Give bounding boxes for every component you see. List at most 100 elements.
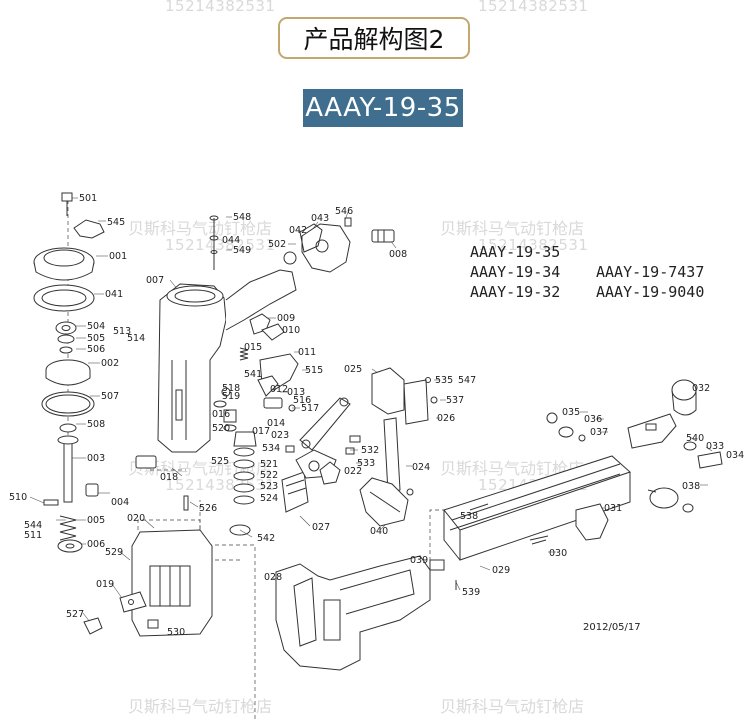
part-label: 044 xyxy=(222,235,240,246)
watermark-shop: 贝斯科马气动钉枪店 xyxy=(440,697,585,716)
part-label: 520 xyxy=(212,423,230,434)
part-label: 039 xyxy=(410,555,428,566)
part-label: 042 xyxy=(289,225,307,236)
part-label: 002 xyxy=(101,358,119,369)
part-label: 035 xyxy=(562,407,580,418)
part-label: 023 xyxy=(271,430,289,441)
watermark-phone: 15214382531 xyxy=(165,0,276,15)
part-label: 005 xyxy=(87,515,105,526)
part-label: 533 xyxy=(357,458,375,469)
part-label: 541 xyxy=(244,369,262,380)
part-label: 522 xyxy=(260,470,278,481)
part-label: 518 xyxy=(222,383,240,394)
part-label: 511 xyxy=(24,530,42,541)
part-label: 537 xyxy=(446,395,464,406)
part-label: 034 xyxy=(726,450,744,461)
part-label: 037 xyxy=(590,427,608,438)
part-label: 018 xyxy=(160,472,178,483)
part-label: 041 xyxy=(105,289,123,300)
part-label: 517 xyxy=(301,403,319,414)
part-label: 502 xyxy=(268,239,286,250)
part-label: 003 xyxy=(87,453,105,464)
part-label: 033 xyxy=(706,441,724,452)
model-item: AAAY-19-7437 xyxy=(596,263,705,281)
model-item: AAAY-19-34 xyxy=(470,263,561,281)
part-label: 513 xyxy=(113,326,131,337)
part-label: 532 xyxy=(361,445,379,456)
watermark-shop: 贝斯科马气动钉枪店 xyxy=(440,219,585,238)
part-label: 535 xyxy=(435,375,453,386)
watermark-phone: 15214382531 xyxy=(165,236,276,254)
watermark-shop: 贝斯科马气动钉枪店 xyxy=(128,697,273,716)
part-label: 534 xyxy=(262,443,280,454)
part-label: 009 xyxy=(277,313,295,324)
part-label: 006 xyxy=(87,539,105,550)
part-label: 526 xyxy=(199,503,217,514)
part-label: 510 xyxy=(9,492,27,503)
part-label: 016 xyxy=(212,409,230,420)
part-label: 026 xyxy=(437,413,455,424)
part-label: 008 xyxy=(389,249,407,260)
part-label: 508 xyxy=(87,419,105,430)
drawing-date: 2012/05/17 xyxy=(583,622,641,633)
part-label: 022 xyxy=(344,466,362,477)
watermark-phone: 15214382531 xyxy=(478,236,589,254)
part-label: 028 xyxy=(264,572,282,583)
part-label: 032 xyxy=(692,383,710,394)
part-label: 507 xyxy=(101,391,119,402)
part-label: 519 xyxy=(222,391,240,402)
part-label: 015 xyxy=(244,342,262,353)
part-label: 024 xyxy=(412,462,430,473)
part-label: 501 xyxy=(79,193,97,204)
page-title: 产品解构图2 xyxy=(278,17,470,59)
part-label: 530 xyxy=(167,627,185,638)
model-item: AAAY-19-35 xyxy=(470,243,561,261)
part-label: 007 xyxy=(146,275,164,286)
part-label: 529 xyxy=(105,547,123,558)
watermark-shop: 贝斯科马气动钉枪店 xyxy=(128,219,273,238)
model-item: AAAY-19-32 xyxy=(470,283,561,301)
part-label: 043 xyxy=(311,213,329,224)
part-label: 031 xyxy=(604,503,622,514)
part-label: 012 xyxy=(270,384,288,395)
part-label: 547 xyxy=(458,375,476,386)
part-label: 020 xyxy=(127,513,145,524)
part-label: 504 xyxy=(87,321,105,332)
part-label: 001 xyxy=(109,251,127,262)
part-label: 017 xyxy=(252,426,270,437)
part-label: 539 xyxy=(462,587,480,598)
part-label: 548 xyxy=(233,212,251,223)
part-label: 544 xyxy=(24,520,42,531)
part-label: 514 xyxy=(127,333,145,344)
part-label: 545 xyxy=(107,217,125,228)
watermark-shop: 贝斯科马气动钉枪店 xyxy=(440,459,585,478)
part-label: 542 xyxy=(257,533,275,544)
part-label: 011 xyxy=(298,347,316,358)
part-label: 506 xyxy=(87,344,105,355)
part-label: 523 xyxy=(260,481,278,492)
part-label: 010 xyxy=(282,325,300,336)
part-label: 027 xyxy=(312,522,330,533)
model-banner: AAAY-19-35 xyxy=(303,89,463,127)
part-label: 549 xyxy=(233,245,251,256)
part-label: 036 xyxy=(584,414,602,425)
part-label: 040 xyxy=(370,526,388,537)
part-label: 524 xyxy=(260,493,278,504)
part-label: 540 xyxy=(686,433,704,444)
part-label: 525 xyxy=(211,456,229,467)
part-label: 505 xyxy=(87,333,105,344)
part-label: 030 xyxy=(549,548,567,559)
part-label: 527 xyxy=(66,609,84,620)
part-label: 025 xyxy=(344,364,362,375)
part-label: 004 xyxy=(111,497,129,508)
part-label: 516 xyxy=(293,395,311,406)
part-label: 546 xyxy=(335,206,353,217)
part-label: 019 xyxy=(96,579,114,590)
part-label: 538 xyxy=(460,511,478,522)
part-label: 038 xyxy=(682,481,700,492)
model-item: AAAY-19-9040 xyxy=(596,283,705,301)
part-label: 029 xyxy=(492,565,510,576)
watermark-phone: 15214382531 xyxy=(478,0,589,15)
part-label: 521 xyxy=(260,459,278,470)
